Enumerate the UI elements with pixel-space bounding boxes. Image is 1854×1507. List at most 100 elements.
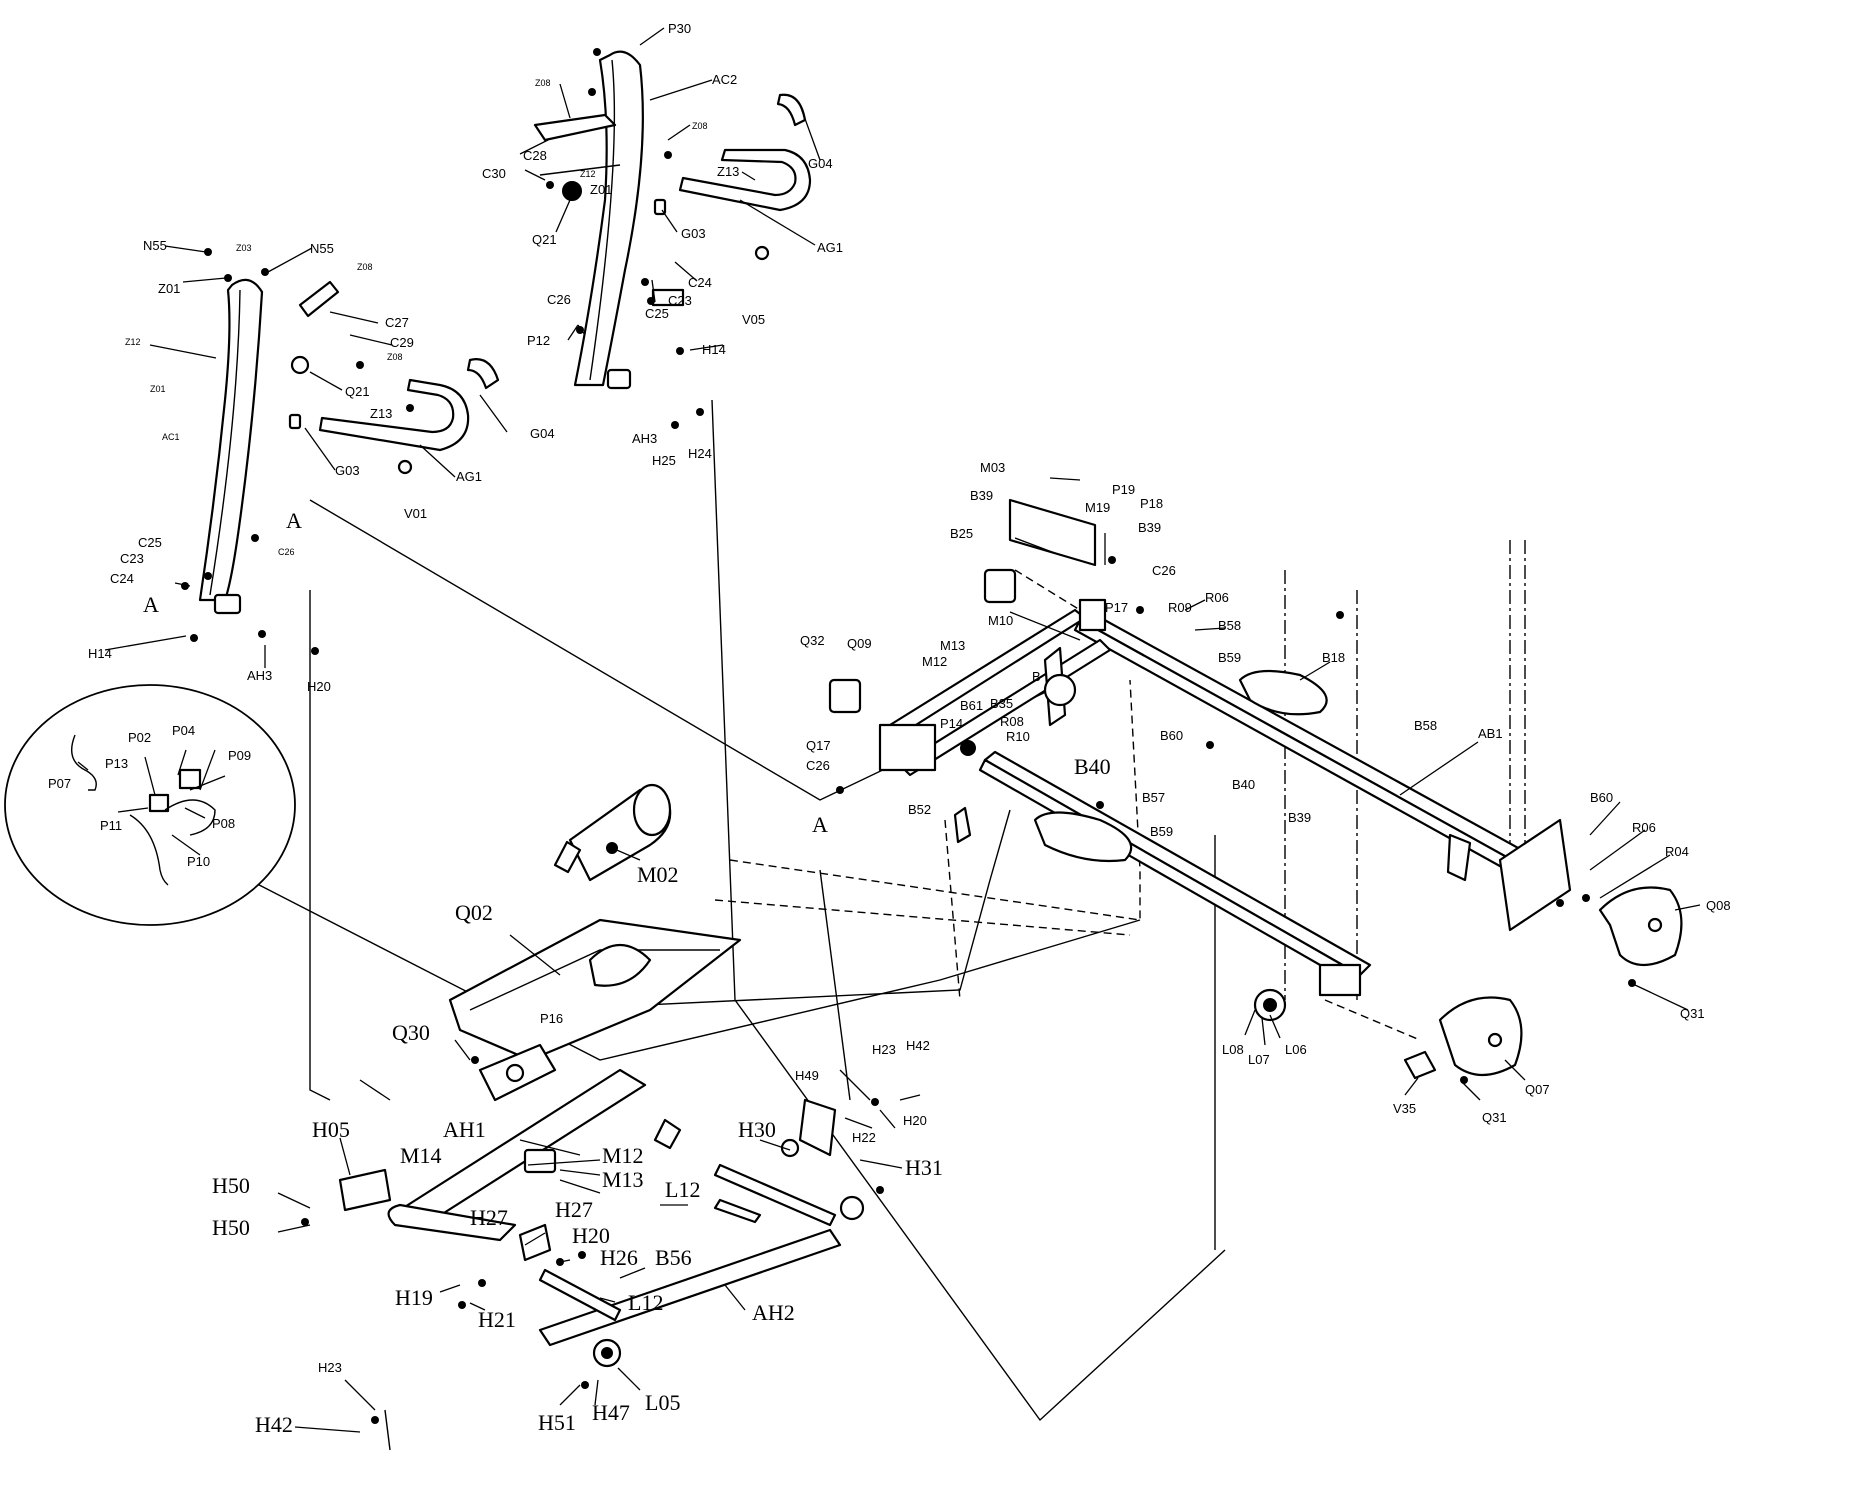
label-ag1-left: AG1 (456, 469, 482, 484)
label-q07: Q07 (1525, 1082, 1550, 1097)
label-q02: Q02 (455, 900, 493, 925)
label-l12-b: L12 (628, 1290, 663, 1315)
label-h14-top: H14 (702, 342, 726, 357)
label-z12-left: Z12 (125, 337, 141, 347)
label-b39-b: B39 (1138, 520, 1161, 535)
label-c23-top: C23 (668, 293, 692, 308)
label-m13-mid: M13 (940, 638, 965, 653)
label-l08: L08 (1222, 1042, 1244, 1057)
part-labels: P30 AC2 Z08 Z08 C28 Z12 C30 Z01 G04 Z13 … (48, 21, 1731, 1437)
label-h27-a: H27 (470, 1205, 508, 1230)
label-ah3-left: AH3 (247, 668, 272, 683)
label-h25: H25 (652, 453, 676, 468)
label-v01: V01 (404, 506, 427, 521)
label-m12-mid: M12 (922, 654, 947, 669)
label-b57: B57 (1142, 790, 1165, 805)
label-b58-a: B58 (1218, 618, 1241, 633)
label-p30: P30 (668, 21, 691, 36)
label-ah1: AH1 (443, 1117, 486, 1142)
label-g03-top: G03 (681, 226, 706, 241)
label-h23-a: H23 (872, 1042, 896, 1057)
label-q31-b: Q31 (1482, 1110, 1507, 1125)
label-h51: H51 (538, 1410, 576, 1435)
label-a-mark-1: A (286, 508, 302, 533)
label-p11: P11 (100, 818, 122, 833)
label-b39-a: B39 (970, 488, 993, 503)
label-ab1: AB1 (1478, 726, 1503, 741)
label-b59-b: B59 (1150, 824, 1173, 839)
label-z08-left: Z08 (357, 262, 373, 272)
label-h47: H47 (592, 1400, 630, 1425)
label-b59-a: B59 (1218, 650, 1241, 665)
label-h05: H05 (312, 1117, 350, 1142)
label-b56: B56 (655, 1245, 692, 1270)
label-l05: L05 (645, 1390, 680, 1415)
rear-covers (1253, 886, 1683, 1080)
label-p18: P18 (1140, 496, 1163, 511)
label-p17: P17 (1105, 600, 1128, 615)
label-g03-left: G03 (335, 463, 360, 478)
motor (553, 783, 672, 882)
label-a-mark-2: A (143, 592, 159, 617)
label-m10: M10 (988, 613, 1013, 628)
label-z08-left2: Z08 (387, 352, 403, 362)
label-c30: C30 (482, 166, 506, 181)
label-h50-b: H50 (212, 1215, 250, 1240)
label-z01-top: Z01 (590, 182, 612, 197)
label-l07: L07 (1248, 1052, 1270, 1067)
label-b60-b: B60 (1590, 790, 1613, 805)
label-b40-b: B40 (1232, 777, 1255, 792)
label-h19: H19 (395, 1285, 433, 1310)
label-h24: H24 (688, 446, 712, 461)
label-c26-top: C26 (547, 292, 571, 307)
label-q09: Q09 (847, 636, 872, 651)
label-b52: B52 (908, 802, 931, 817)
label-z13-top: Z13 (717, 164, 739, 179)
label-h42-a: H42 (906, 1038, 930, 1053)
label-z01-left: Z01 (158, 281, 180, 296)
label-p09: P09 (228, 748, 251, 763)
label-r10: R10 (1006, 729, 1030, 744)
label-h42-b: H42 (255, 1412, 293, 1437)
label-c28-top: C28 (523, 148, 547, 163)
label-c26-left: C26 (278, 547, 295, 557)
label-m02: M02 (637, 862, 679, 887)
label-h26: H26 (600, 1245, 638, 1270)
label-p14: P14 (940, 716, 963, 731)
label-p13: P13 (105, 756, 128, 771)
label-z01-left2: Z01 (150, 384, 166, 394)
label-c23-left: C23 (120, 551, 144, 566)
label-m14: M14 (400, 1143, 442, 1168)
label-h50-a: H50 (212, 1173, 250, 1198)
label-q30: Q30 (392, 1020, 430, 1045)
label-c24-top: C24 (688, 275, 712, 290)
label-b35: B35 (990, 696, 1013, 711)
label-b40-a: B40 (1074, 754, 1111, 779)
label-h22: H22 (852, 1130, 876, 1145)
label-z08-top2: Z08 (692, 121, 708, 131)
label-m13-low: M13 (602, 1167, 644, 1192)
label-b25: B25 (950, 526, 973, 541)
label-c25-left: C25 (138, 535, 162, 550)
label-g04-left: G04 (530, 426, 555, 441)
label-c24-left: C24 (110, 571, 134, 586)
label-c25-top: C25 (645, 306, 669, 321)
label-c27: C27 (385, 315, 409, 330)
label-h14-left: H14 (88, 646, 112, 661)
label-h49: H49 (795, 1068, 819, 1083)
label-b18: B18 (1322, 650, 1345, 665)
label-c26-low: C26 (806, 758, 830, 773)
label-b61: B61 (960, 698, 983, 713)
label-z12-top: Z12 (580, 169, 596, 179)
label-b-mark: B (1032, 669, 1041, 684)
label-l06: L06 (1285, 1042, 1307, 1057)
label-h20-left: H20 (307, 679, 331, 694)
label-z08-top: Z08 (535, 78, 551, 88)
label-a-mark-3: A (812, 812, 828, 837)
handlebar-right (678, 93, 812, 261)
label-b39-c: B39 (1288, 810, 1311, 825)
label-q08: Q08 (1706, 898, 1731, 913)
label-q21-left: Q21 (345, 384, 370, 399)
main-frame (828, 498, 1572, 997)
